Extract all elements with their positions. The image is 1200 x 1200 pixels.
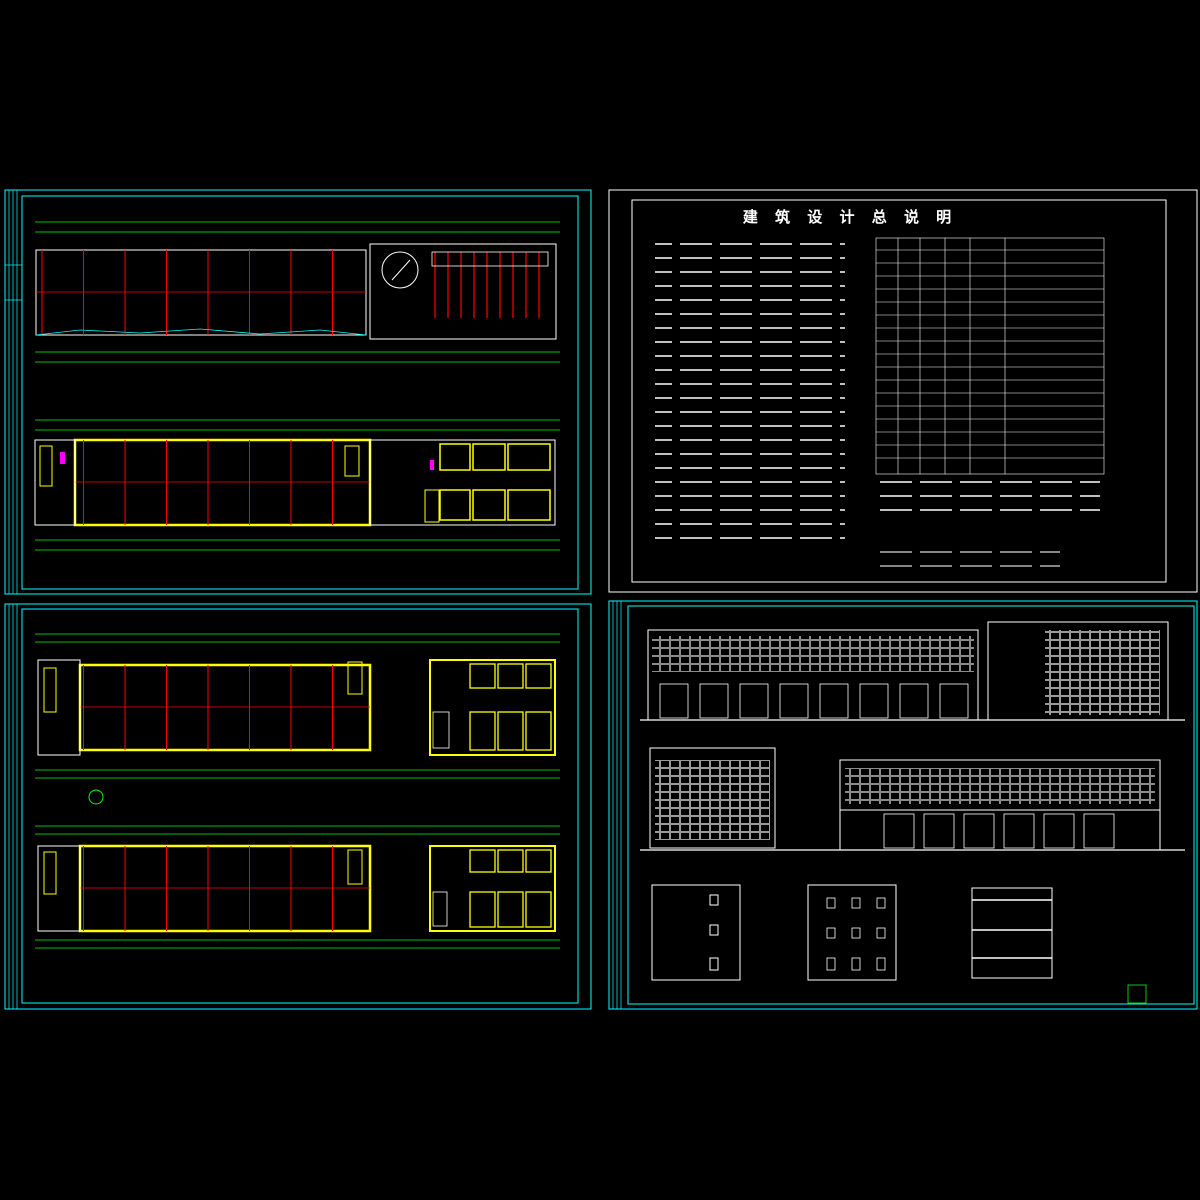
rear-elevation — [640, 747, 1185, 851]
sheet-elevations-section — [608, 600, 1198, 1010]
sheet-border — [608, 189, 1198, 593]
side-elevation-right — [807, 884, 897, 981]
building-section — [971, 887, 1053, 979]
roof-plan — [35, 221, 560, 363]
title-strip — [4, 190, 23, 594]
sheet-border — [4, 189, 592, 595]
drawing-frame — [627, 605, 1195, 1005]
second-floor-plan — [35, 633, 560, 805]
sheet-border — [608, 600, 1198, 1010]
drawing-frame — [631, 199, 1167, 583]
third-floor-plan — [35, 825, 560, 949]
finish-schedule-table — [875, 237, 1105, 475]
sheet-border — [4, 603, 592, 1010]
side-elevation-left — [651, 884, 741, 981]
design-notes-title: 建 筑 设 计 总 说 明 — [742, 208, 958, 226]
front-elevation — [640, 621, 1185, 721]
notes-left-column — [655, 232, 845, 542]
drawing-frame — [21, 608, 579, 1004]
notes-right-block — [880, 480, 1100, 522]
sheet-roof-ground-plan — [4, 189, 592, 595]
legend-box — [1127, 984, 1147, 1004]
sheet-upper-floor-plans — [4, 603, 592, 1010]
ground-floor-plan — [34, 419, 560, 551]
sheet-design-notes — [608, 189, 1198, 593]
drawing-frame — [21, 195, 579, 590]
north-arrow-icon — [88, 789, 104, 805]
